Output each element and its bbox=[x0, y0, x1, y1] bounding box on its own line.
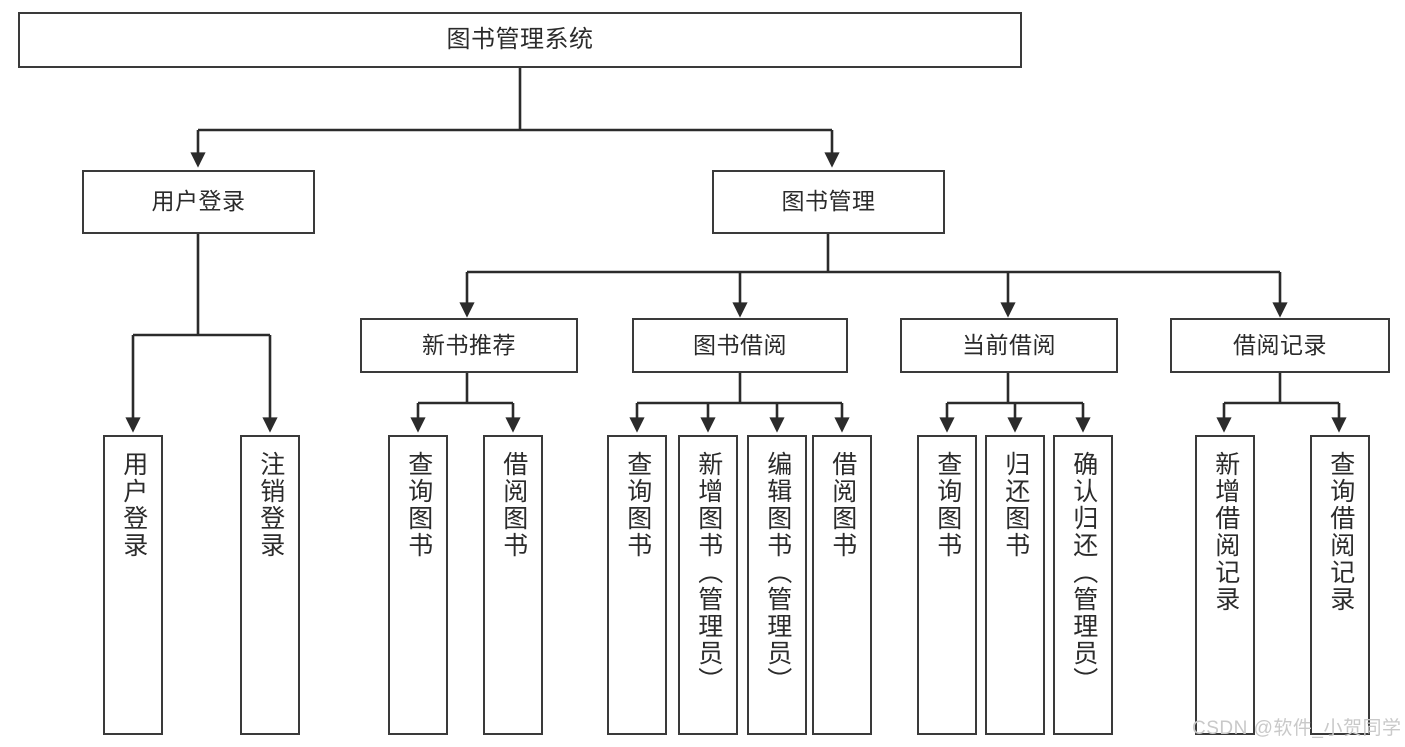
node-label: 当前借阅 bbox=[962, 331, 1056, 358]
node-label: 图书管理 bbox=[781, 188, 876, 215]
node-book-borrow[interactable]: 图书借阅 bbox=[632, 318, 848, 373]
leaf-current-borrow-confirm-return-admin[interactable]: 确认归还（管理员） bbox=[1053, 435, 1113, 735]
node-label: 注销登录 bbox=[256, 451, 285, 559]
node-label: 新书推荐 bbox=[422, 331, 516, 358]
node-label: 编辑图书（管理员） bbox=[763, 451, 792, 694]
csdn-watermark: CSDN @软件_小贺同学 bbox=[1192, 718, 1402, 739]
node-root-book-management-system[interactable]: 图书管理系统 bbox=[18, 12, 1022, 68]
node-label: 借阅图书 bbox=[828, 451, 857, 559]
node-current-borrow[interactable]: 当前借阅 bbox=[900, 318, 1118, 373]
node-label: 借阅图书 bbox=[499, 451, 528, 559]
node-label: 用户登录 bbox=[151, 188, 246, 215]
leaf-book-borrow-borrow-book[interactable]: 借阅图书 bbox=[812, 435, 872, 735]
leaf-book-borrow-query-book[interactable]: 查询图书 bbox=[607, 435, 667, 735]
node-book-management[interactable]: 图书管理 bbox=[712, 170, 945, 234]
leaf-user-login-login[interactable]: 用户登录 bbox=[103, 435, 163, 735]
node-label: 查询借阅记录 bbox=[1326, 451, 1355, 613]
node-borrow-record[interactable]: 借阅记录 bbox=[1170, 318, 1390, 373]
node-label: 图书管理系统 bbox=[446, 25, 594, 53]
leaf-book-borrow-add-book-admin[interactable]: 新增图书（管理员） bbox=[678, 435, 738, 735]
leaf-new-book-borrow-book[interactable]: 借阅图书 bbox=[483, 435, 543, 735]
node-label: 新增图书（管理员） bbox=[694, 451, 723, 694]
leaf-current-borrow-return-book[interactable]: 归还图书 bbox=[985, 435, 1045, 735]
node-new-book-recommend[interactable]: 新书推荐 bbox=[360, 318, 578, 373]
node-label: 借阅记录 bbox=[1233, 331, 1327, 358]
leaf-current-borrow-query-book[interactable]: 查询图书 bbox=[917, 435, 977, 735]
node-label: 查询图书 bbox=[623, 451, 652, 559]
node-user-login[interactable]: 用户登录 bbox=[82, 170, 315, 234]
node-label: 图书借阅 bbox=[693, 331, 787, 358]
node-label: 确认归还（管理员） bbox=[1069, 451, 1098, 694]
leaf-book-borrow-edit-book-admin[interactable]: 编辑图书（管理员） bbox=[747, 435, 807, 735]
leaf-user-login-logout[interactable]: 注销登录 bbox=[240, 435, 300, 735]
node-label: 归还图书 bbox=[1001, 451, 1030, 559]
leaf-borrow-record-add-record[interactable]: 新增借阅记录 bbox=[1195, 435, 1255, 735]
node-label: 查询图书 bbox=[933, 451, 962, 559]
node-label: 查询图书 bbox=[404, 451, 433, 559]
node-label: 用户登录 bbox=[119, 451, 148, 559]
leaf-borrow-record-query-record[interactable]: 查询借阅记录 bbox=[1310, 435, 1370, 735]
leaf-new-book-query-book[interactable]: 查询图书 bbox=[388, 435, 448, 735]
node-label: 新增借阅记录 bbox=[1211, 451, 1240, 613]
